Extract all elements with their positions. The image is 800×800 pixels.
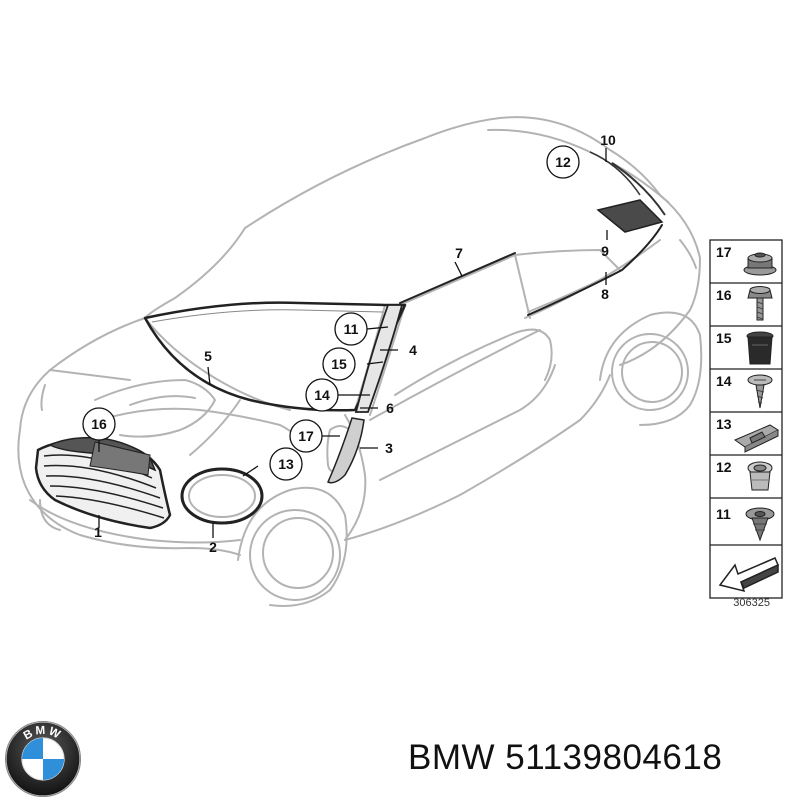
front-grille [34, 436, 172, 530]
fastener-13-icon [733, 424, 780, 453]
callout-2: 2 [209, 539, 217, 555]
callout-6: 6 [386, 400, 394, 416]
callout-4: 4 [409, 342, 417, 358]
legend-label-11: 11 [716, 506, 731, 522]
diagram-number: 306325 [733, 597, 770, 609]
car-outline [17, 116, 703, 607]
fastener-15-icon [746, 331, 774, 365]
callout-15: 15 [331, 356, 347, 372]
callout-5: 5 [204, 348, 212, 364]
callout-1: 1 [94, 524, 102, 540]
fastener-17-icon [743, 252, 777, 276]
callout-12: 12 [555, 154, 571, 170]
legend-label-14: 14 [716, 373, 732, 389]
callout-17: 17 [298, 428, 314, 444]
headlight [180, 467, 264, 525]
callout-3: 3 [385, 440, 393, 456]
callout-9: 9 [601, 243, 609, 259]
fastener-16-icon [747, 286, 773, 321]
callout-circle-14 [305, 378, 339, 412]
legend-label-13: 13 [716, 416, 732, 432]
bmw-logo-icon: BMW [4, 720, 82, 798]
callout-circle-11 [334, 312, 368, 346]
callout-10: 10 [600, 132, 616, 148]
rear-window-panel [589, 151, 666, 233]
callout-labels: 1 2 3 4 5 6 7 8 9 10 11 12 13 14 15 16 1… [91, 132, 616, 555]
legend-label-17: 17 [716, 244, 732, 260]
callout-circle-16 [82, 407, 116, 441]
fastener-12-icon [747, 461, 773, 491]
callout-circle-13 [269, 447, 303, 481]
side-window-moulding [399, 224, 663, 316]
legend-label-15: 15 [716, 330, 732, 346]
fastener-11-icon [745, 507, 775, 542]
callout-16: 16 [91, 416, 107, 432]
svg-text:BMW: BMW [21, 724, 64, 743]
callout-8: 8 [601, 286, 609, 302]
callout-14: 14 [314, 387, 330, 403]
callout-leaders [98, 148, 608, 538]
callout-13: 13 [278, 456, 294, 472]
brand-part-number: BMW 51139804618 [408, 738, 723, 777]
callout-11: 11 [344, 321, 359, 337]
callout-7: 7 [455, 245, 463, 261]
callout-circle-15 [322, 347, 356, 381]
callout-circle-17 [289, 419, 323, 453]
fastener-14-icon [747, 374, 773, 409]
direction-arrow-icon [718, 557, 779, 593]
a-pillar-trim [327, 304, 404, 484]
legend-label-16: 16 [716, 287, 732, 303]
legend-label-12: 12 [716, 459, 732, 475]
fastener-legend: 17 16 15 14 13 12 11 [709, 239, 783, 609]
logo-letters: BMW [21, 724, 62, 743]
callout-circle-12 [546, 145, 580, 179]
callout-circles [82, 145, 580, 481]
